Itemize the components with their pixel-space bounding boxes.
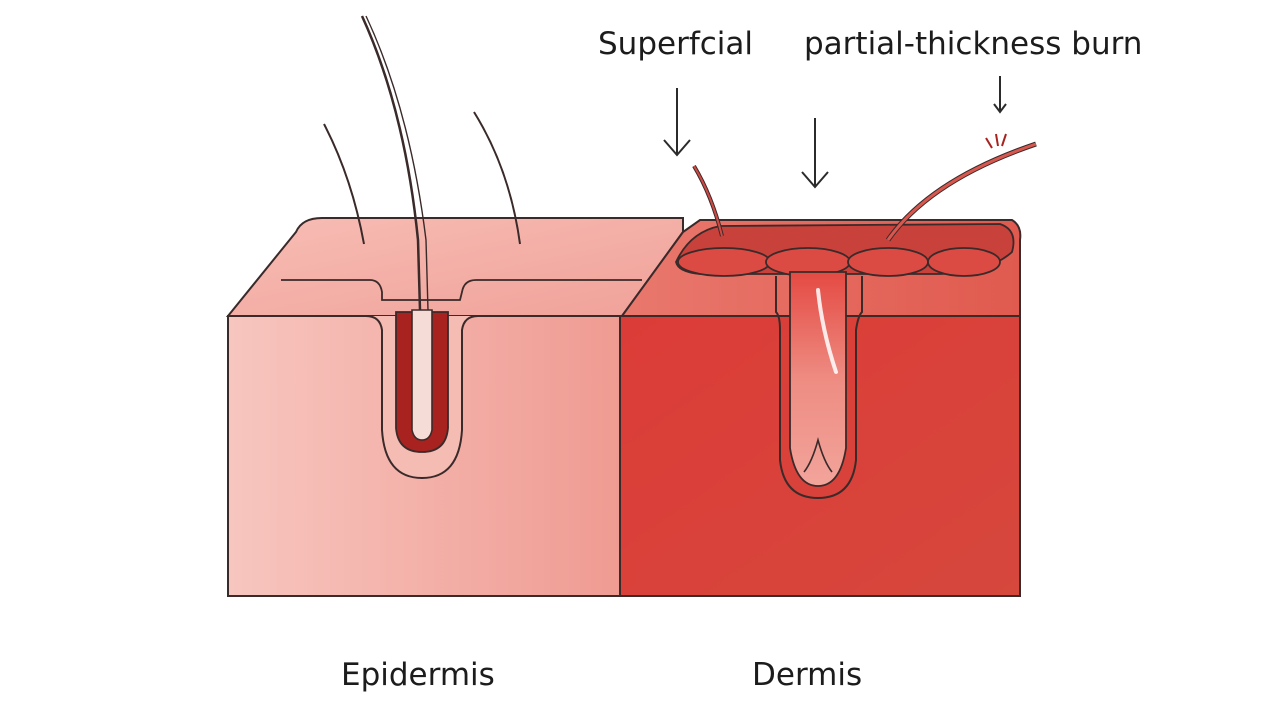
burn-follicle-inner: [789, 271, 847, 487]
blister-4: [927, 247, 1001, 277]
label-superficial: Superfcial: [598, 26, 753, 62]
epidermis-layer: [281, 279, 642, 301]
side-hair-left: [323, 123, 365, 245]
hair-shaft-in-follicle: [411, 309, 433, 441]
singed-hair-tip: [985, 133, 1007, 149]
side-hair-right: [473, 111, 521, 245]
arrow-superficial: [663, 88, 691, 157]
label-partial-thickness-burn: partial-thickness burn: [804, 26, 1143, 62]
follicle-bulb-notch: [803, 436, 833, 473]
pointer-arrows: [663, 76, 1007, 189]
healthy-skin-block: [225, 15, 684, 597]
burn-hair-follicle: [775, 276, 863, 500]
arrow-middle: [801, 118, 829, 189]
label-epidermis: Epidermis: [341, 657, 495, 693]
blister-1: [677, 247, 771, 277]
burned-skin-block: [619, 133, 1037, 597]
blister-3: [847, 247, 929, 277]
arrow-partial-thickness: [993, 76, 1007, 114]
label-dermis: Dermis: [752, 657, 863, 693]
central-hair: [360, 15, 422, 311]
healthy-skin-top-surface: [225, 217, 684, 317]
follicle-highlight: [816, 288, 838, 374]
